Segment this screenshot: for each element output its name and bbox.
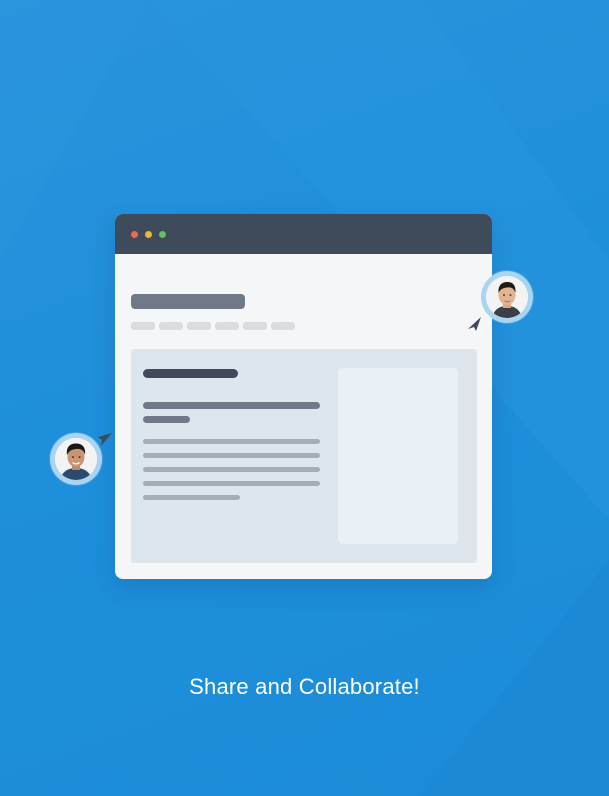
text-line-placeholder [143,495,240,500]
tab-placeholder [159,322,183,330]
avatar-photo [55,438,97,480]
close-dot[interactable] [131,231,138,238]
page-title-placeholder [131,294,245,309]
cursor-arrow-icon [468,317,481,331]
heading-placeholder [143,369,238,378]
tab-placeholder [131,322,155,330]
text-line-placeholder [143,481,320,486]
side-card-placeholder [338,368,458,544]
tab-placeholder [215,322,239,330]
content-panel [131,349,477,563]
tab-placeholder [271,322,295,330]
collaborator-avatar[interactable] [50,433,102,485]
text-line-placeholder [143,439,320,444]
tab-placeholder [243,322,267,330]
text-line-placeholder [143,467,320,472]
caption-text: Share and Collaborate! [189,674,420,699]
collaborator-avatar[interactable] [481,271,533,323]
tab-placeholder [187,322,211,330]
browser-window [115,214,492,579]
text-line-placeholder [143,453,320,458]
person-portrait-icon [55,438,97,480]
avatar-photo [486,276,528,318]
cursor-arrow-icon [98,433,112,446]
minimize-dot[interactable] [145,231,152,238]
window-titlebar [115,214,492,254]
person-portrait-icon [486,276,528,318]
subheading-placeholder [143,416,190,423]
subheading-placeholder [143,402,320,409]
maximize-dot[interactable] [159,231,166,238]
